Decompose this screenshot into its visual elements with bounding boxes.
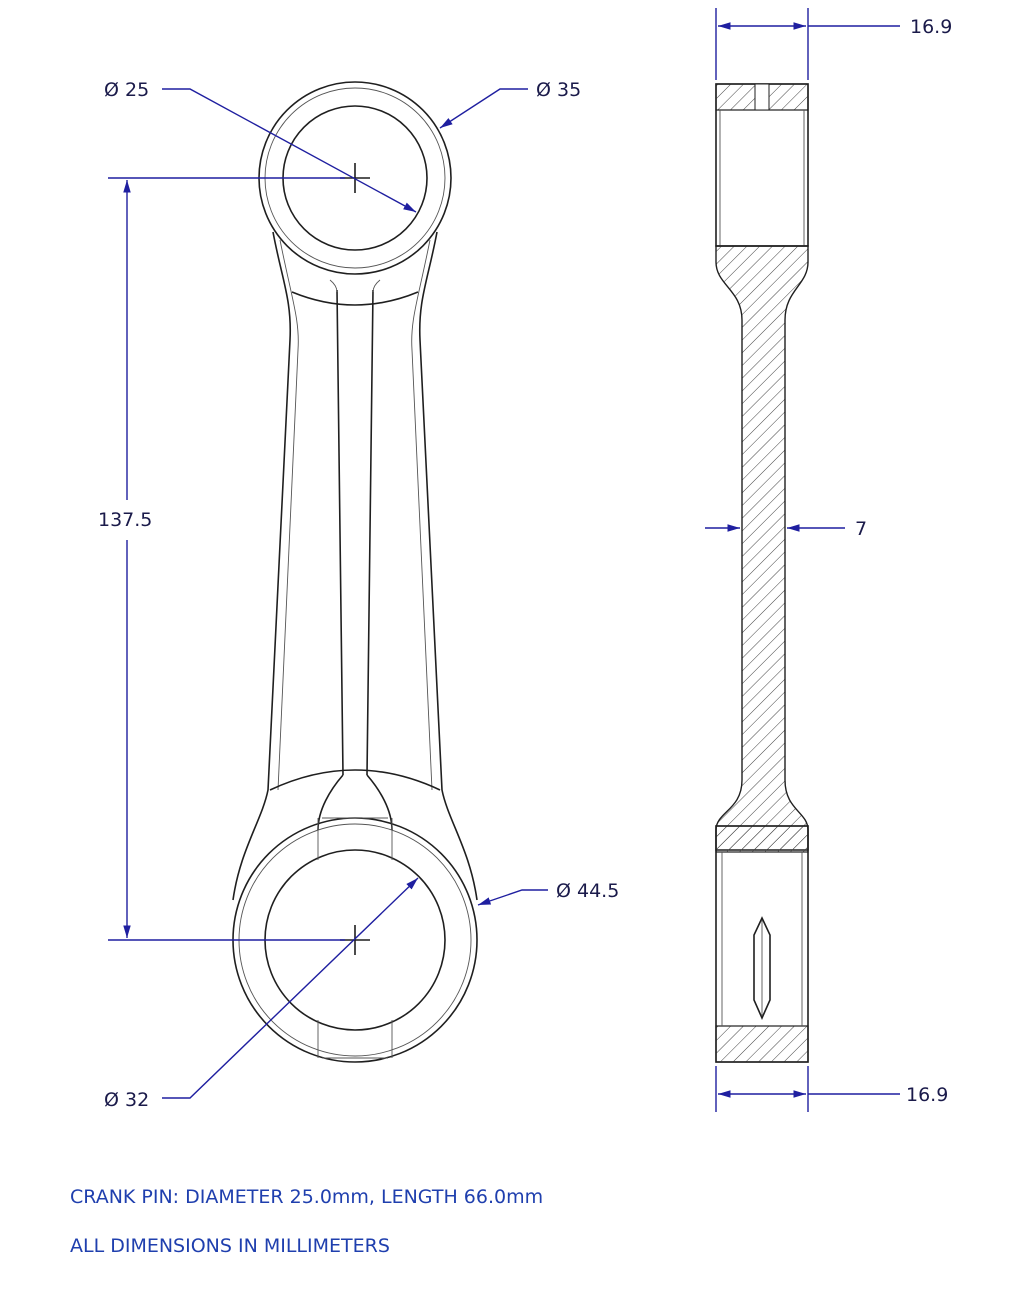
shank-left-edge xyxy=(232,231,292,901)
small-end-outer-dimension: Ø 35 xyxy=(536,79,581,101)
units-note: ALL DIMENSIONS IN MILLIMETERS xyxy=(70,1235,390,1257)
shank-web xyxy=(336,289,374,776)
side-view-dimensions xyxy=(705,8,900,1112)
front-view-dimensions xyxy=(108,88,548,1099)
front-view xyxy=(232,81,478,1063)
crank-pin-note: CRANK PIN: DIAMETER 25.0mm, LENGTH 66.0m… xyxy=(70,1186,544,1208)
small-end-bore-dimension: Ø 25 xyxy=(104,79,149,101)
center-distance-dimension: 137.5 xyxy=(98,509,152,531)
top-width-dimension: 16.9 xyxy=(910,16,952,38)
side-beam-section xyxy=(715,245,809,851)
beam-thickness-dimension: 7 xyxy=(855,518,867,540)
shank-right-edge xyxy=(418,231,478,901)
side-view xyxy=(715,83,809,1063)
bottom-width-dimension: 16.9 xyxy=(906,1084,948,1106)
big-end-bore-dimension: Ø 32 xyxy=(104,1089,149,1111)
big-end-outer-dimension: Ø 44.5 xyxy=(556,880,619,902)
